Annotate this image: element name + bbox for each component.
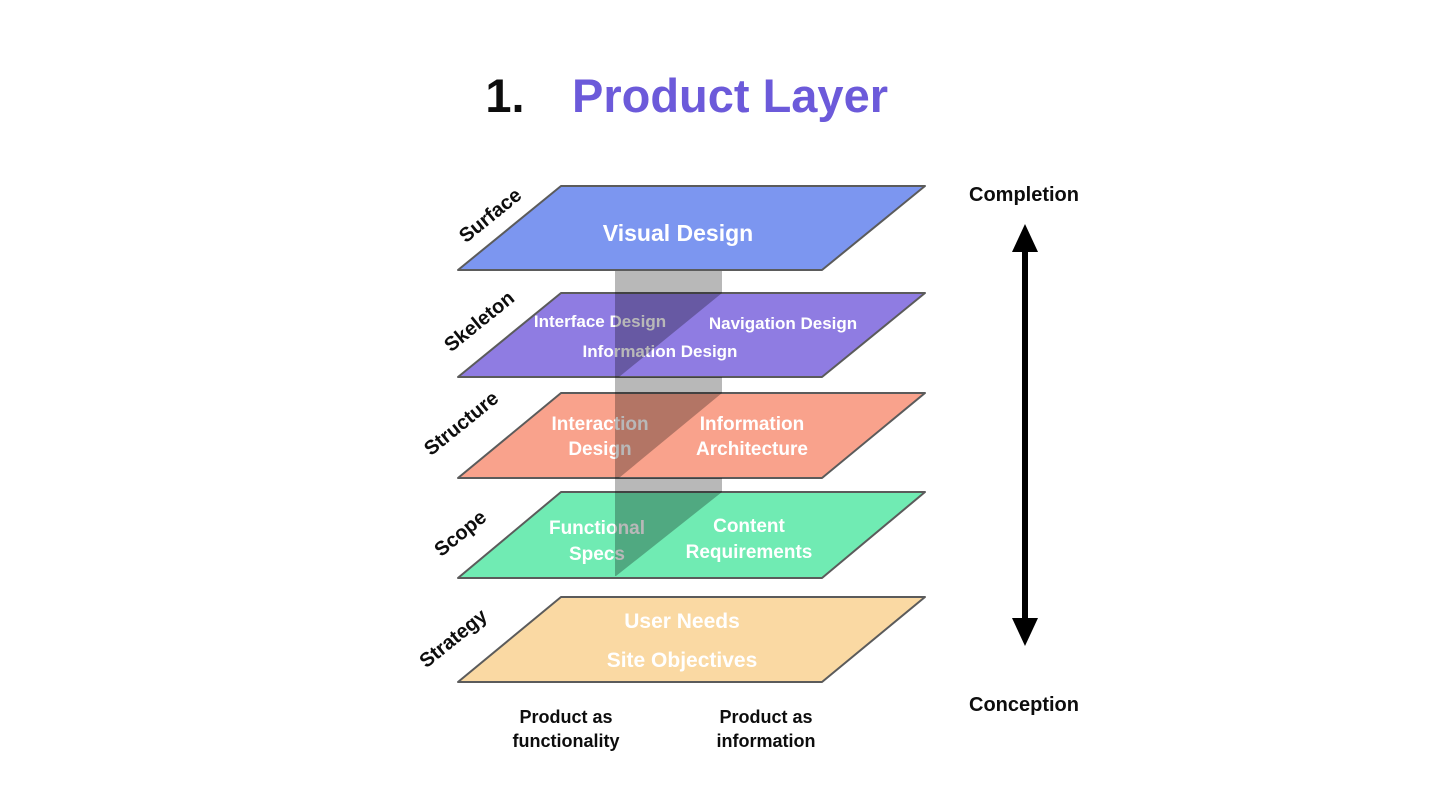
skeleton-item-navigation-design: Navigation Design: [709, 314, 857, 333]
surface-item-visual-design: Visual Design: [603, 220, 753, 246]
title-number: 1.: [485, 69, 524, 122]
surface-plane-shape: [457, 185, 926, 271]
strategy-item-site-objectives: Site Objectives: [607, 649, 758, 672]
footer-left-line2: functionality: [513, 731, 620, 751]
axis-top-label: Completion: [969, 184, 1079, 206]
title-label: Product Layer: [572, 69, 888, 122]
arrow-up-head-icon: [1012, 224, 1038, 252]
skeleton-item-interface-design: Interface Design: [534, 312, 666, 331]
footer-right-line2: information: [717, 731, 816, 751]
structure-item-ia-line1: Information: [700, 414, 805, 435]
page-title: 1. Product Layer: [485, 69, 888, 122]
structure-item-ia-line2: Architecture: [696, 439, 808, 460]
scope-item-content-line1: Content: [713, 516, 785, 537]
structure-plane-shape: [457, 392, 926, 479]
plane-label-scope: Scope: [430, 506, 490, 561]
strategy-plane-shape: [457, 596, 926, 683]
plane-label-structure: Structure: [420, 387, 503, 460]
arrow-down-head-icon: [1012, 618, 1038, 646]
layer-strategy: Strategy User Needs Site Objectives: [416, 596, 926, 683]
structure-item-interaction-line2: Design: [568, 439, 631, 460]
skeleton-item-information-design: Information Design: [583, 342, 738, 361]
completion-conception-axis: Completion Conception: [969, 184, 1079, 716]
footer-right-line1: Product as: [719, 707, 812, 727]
scope-item-content-line2: Requirements: [686, 542, 813, 563]
structure-item-interaction-line1: Interaction: [551, 414, 648, 435]
layer-surface: Surface Visual Design: [455, 184, 926, 271]
strategy-item-user-needs: User Needs: [624, 610, 740, 633]
scope-item-functional-line1: Functional: [549, 518, 645, 539]
layer-scope: Scope Functional Specs Content Requireme…: [430, 491, 926, 579]
skeleton-plane-shape: [457, 292, 926, 378]
footer-labels: Product as functionality Product as info…: [513, 707, 816, 751]
section-cut-slab: [615, 271, 722, 576]
scope-item-functional-line2: Specs: [569, 544, 625, 565]
scope-plane-shape: [457, 491, 926, 579]
axis-bottom-label: Conception: [969, 694, 1079, 716]
footer-left-line1: Product as: [519, 707, 612, 727]
